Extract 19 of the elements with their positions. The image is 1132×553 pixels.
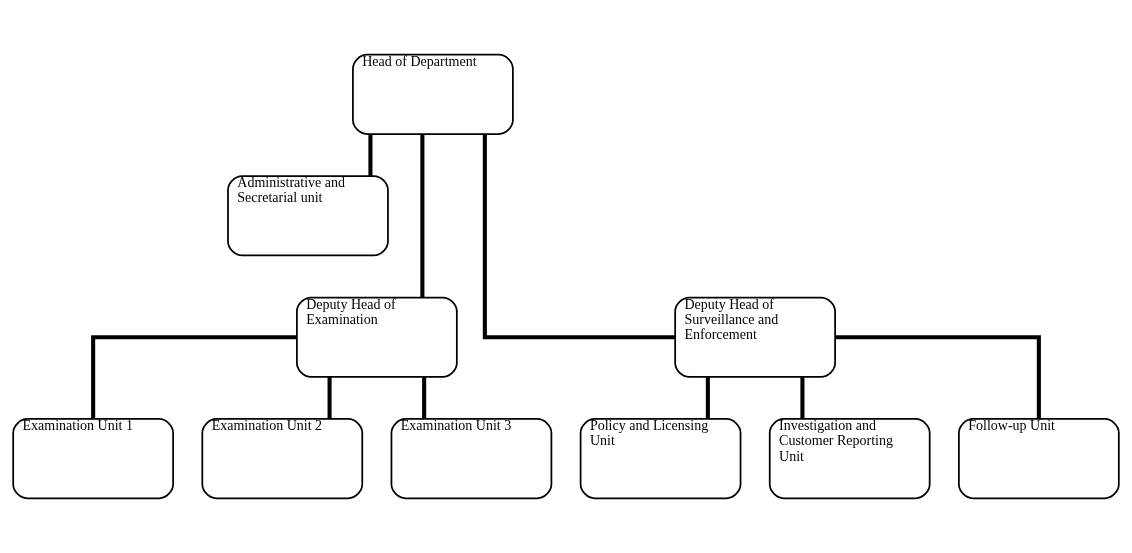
connector	[705, 376, 710, 419]
node-box: Policy and Licensing Unit	[579, 418, 742, 500]
connector	[368, 134, 373, 176]
node-box: Follow-up Unit	[958, 418, 1120, 500]
connector	[835, 335, 1041, 419]
connector	[482, 134, 676, 340]
node-box: Deputy Head of Examination	[296, 296, 458, 378]
node-box: Head of Department	[352, 53, 514, 135]
connector	[422, 376, 427, 419]
connector	[800, 376, 805, 419]
node-box: Deputy Head of Surveillance and Enforcement	[674, 296, 836, 378]
connector	[327, 376, 332, 419]
node-box: Administrative and Secretarial unit	[227, 175, 389, 257]
node-box: Examination Unit 3	[390, 418, 553, 500]
node-box: Examination Unit 1	[12, 418, 174, 500]
node-box: Examination Unit 2	[201, 418, 364, 500]
connector	[91, 335, 297, 419]
connector	[420, 134, 425, 298]
node-box: Investigation and Customer Reporting Unit	[768, 418, 931, 500]
